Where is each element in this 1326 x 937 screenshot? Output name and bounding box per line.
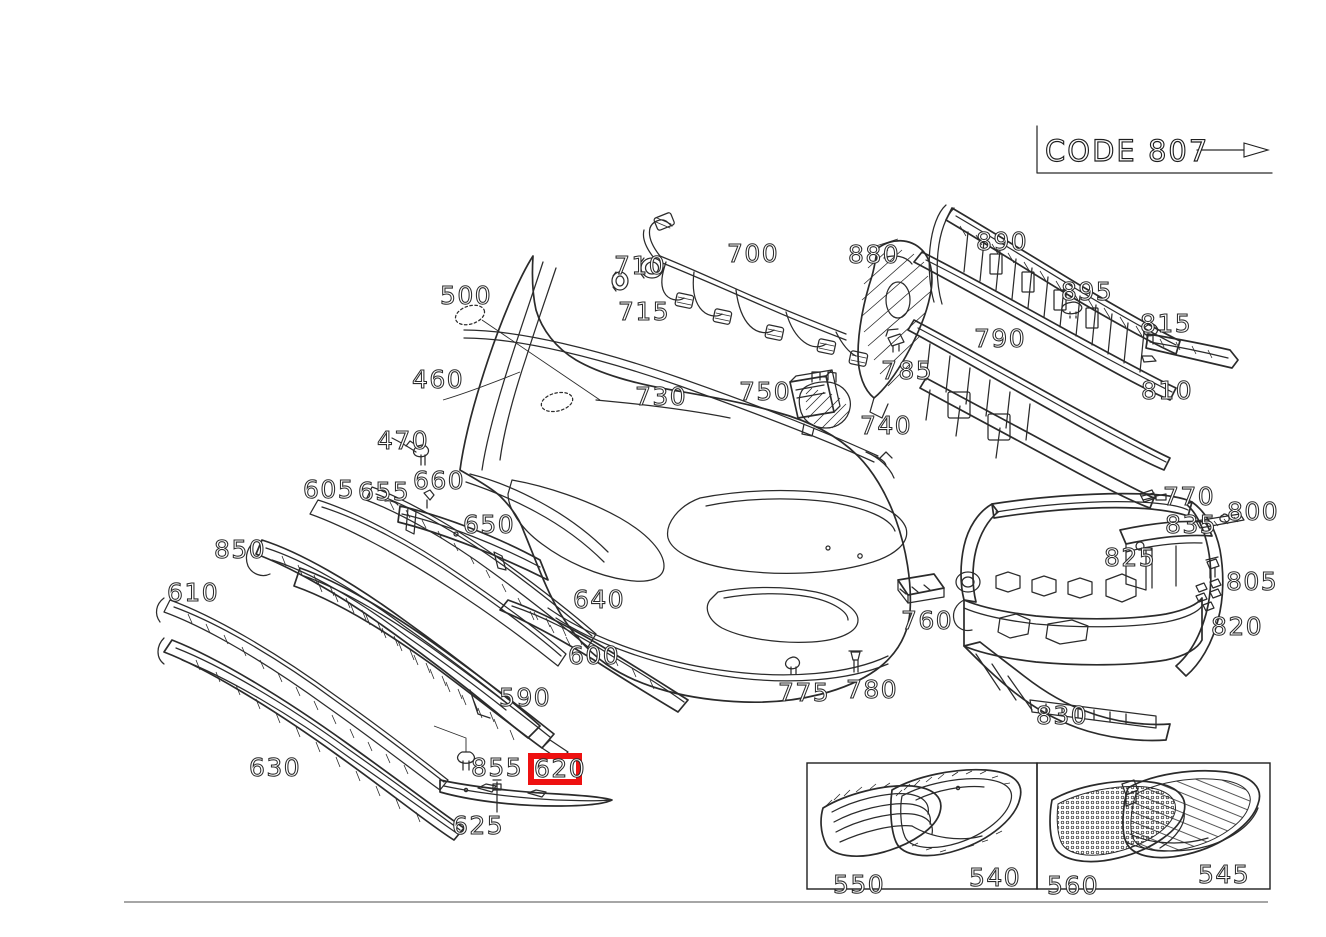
pdc-holder-715 (611, 271, 629, 292)
absorber-790 (907, 319, 1171, 509)
part-label-605: 605 (302, 475, 356, 504)
part-label-640: 640 (572, 585, 626, 614)
screw-770 (1139, 489, 1167, 503)
part-label-625: 625 (451, 811, 505, 840)
part-label-730: 730 (634, 382, 688, 411)
part-label-470: 470 (376, 426, 430, 455)
part-label-590: 590 (498, 683, 552, 712)
part-label-650: 650 (462, 510, 516, 539)
module-750 (789, 369, 841, 419)
part-label-710: 710 (613, 251, 667, 280)
inset-part-540 (889, 768, 1022, 857)
strip-835 (1195, 513, 1245, 529)
trim-strip-850 (245, 539, 541, 739)
part-label-600: 600 (567, 641, 621, 670)
code-807-text: CODE 807 (1044, 134, 1210, 168)
part-label-825: 825 (1103, 543, 1157, 572)
end-piece-810-815 (1141, 323, 1239, 369)
part-label-890: 890 (975, 227, 1029, 256)
part-label-460: 460 (411, 365, 465, 394)
part-label-780: 780 (845, 675, 899, 704)
part-label-830: 830 (1035, 701, 1089, 730)
part-label-880: 880 (847, 240, 901, 269)
wiring-harness-700 (611, 212, 869, 367)
part-label-500: 500 (439, 281, 493, 310)
trim-strip-630 (157, 637, 465, 841)
bumper-cover-main (459, 255, 912, 704)
inset-label-545: 545 (1197, 860, 1251, 889)
fastener-895 (1061, 301, 1083, 321)
inset-boxes (806, 762, 1271, 890)
part-label-850: 850 (213, 535, 267, 564)
part-label-700: 700 (726, 239, 780, 268)
part-label-760: 760 (900, 606, 954, 635)
inset-part-545 (1121, 769, 1261, 859)
fastener-775 (784, 656, 801, 675)
part-label-750: 750 (738, 377, 792, 406)
part-label-660: 660 (412, 466, 466, 495)
small-clips-470-660 (384, 437, 435, 509)
inset-part-550 (820, 782, 942, 857)
part-label-785: 785 (880, 356, 934, 385)
part-label-630: 630 (248, 753, 302, 782)
bracket-880 (857, 238, 933, 419)
part-label-790: 790 (973, 324, 1027, 353)
part-620-lower-trim (439, 779, 613, 807)
part-label-620: 620 (533, 754, 587, 783)
screw-805 (1205, 556, 1220, 579)
code-bracket (1036, 125, 1273, 174)
inset-label-560: 560 (1046, 871, 1100, 900)
part-650-panel (397, 505, 549, 581)
fastener-780 (848, 650, 863, 673)
part-760-block (897, 573, 945, 604)
part-label-770: 770 (1162, 482, 1216, 511)
part-730-contour (463, 329, 887, 467)
part-label-610: 610 (166, 578, 220, 607)
inset-label-550: 550 (832, 870, 886, 899)
bracket-740 (798, 371, 852, 437)
part-label-715: 715 (617, 297, 671, 326)
highlighted-part-620[interactable]: 620 (528, 753, 587, 785)
part-label-805: 805 (1225, 567, 1279, 596)
part-label-815: 815 (1139, 309, 1193, 338)
part-label-800: 800 (1226, 497, 1280, 526)
inset-label-540: 540 (968, 863, 1022, 892)
carrier-830 (952, 492, 1224, 742)
part-855-clip (433, 725, 476, 771)
trim-strip-605 (309, 499, 567, 667)
pdc-sensor-710 (640, 257, 664, 279)
part-label-740: 740 (859, 411, 913, 440)
trim-strip-590 (293, 567, 569, 761)
part-label-855: 855 (470, 753, 524, 782)
part-label-895: 895 (1060, 277, 1114, 306)
nut-800 (1219, 513, 1230, 523)
part-625-pin (492, 779, 502, 813)
clip-785 (885, 328, 905, 353)
leader-lines-left (442, 304, 601, 413)
part-label-820: 820 (1210, 612, 1264, 641)
part-label-835: 835 (1164, 510, 1218, 539)
part-label-810: 810 (1140, 376, 1194, 405)
crossmember-890 (913, 204, 1181, 401)
clips-820 (1195, 578, 1222, 612)
part-label-775: 775 (777, 678, 831, 707)
part-label-655: 655 (357, 477, 411, 506)
